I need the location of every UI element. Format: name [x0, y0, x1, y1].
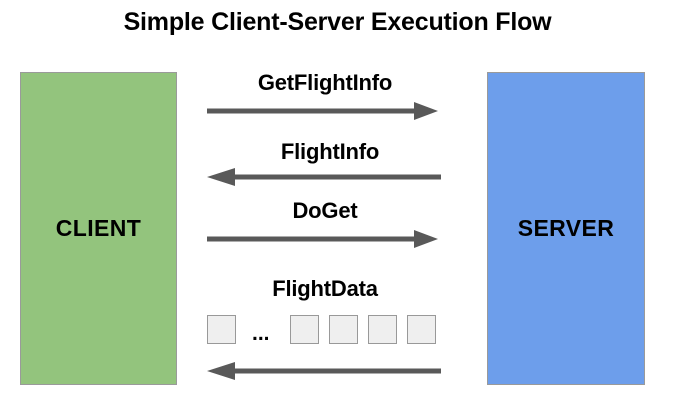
arrow-flightdata-left[interactable] [205, 360, 443, 382]
participant-server-label: SERVER [517, 215, 615, 241]
participant-server[interactable]: SERVER [487, 72, 645, 385]
arrow-getflightinfo-right[interactable] [205, 100, 440, 122]
data-packet [329, 315, 358, 344]
data-packet [368, 315, 397, 344]
diagram-title: Simple Client-Server Execution Flow [123, 8, 552, 36]
data-packet [207, 315, 236, 344]
message-label-flightdata: FlightData [272, 276, 378, 301]
data-packet [407, 315, 436, 344]
message-label-getflightinfo: GetFlightInfo [257, 70, 393, 95]
participant-client-label: CLIENT [55, 215, 142, 241]
message-label-flightinfo: FlightInfo [280, 139, 380, 164]
arrow-doget-right[interactable] [205, 228, 440, 250]
packet-ellipsis: ... [252, 322, 270, 345]
data-packet [290, 315, 319, 344]
arrow-flightinfo-left[interactable] [205, 166, 443, 188]
participant-client[interactable]: CLIENT [20, 72, 177, 385]
message-label-doget: DoGet [292, 198, 358, 223]
